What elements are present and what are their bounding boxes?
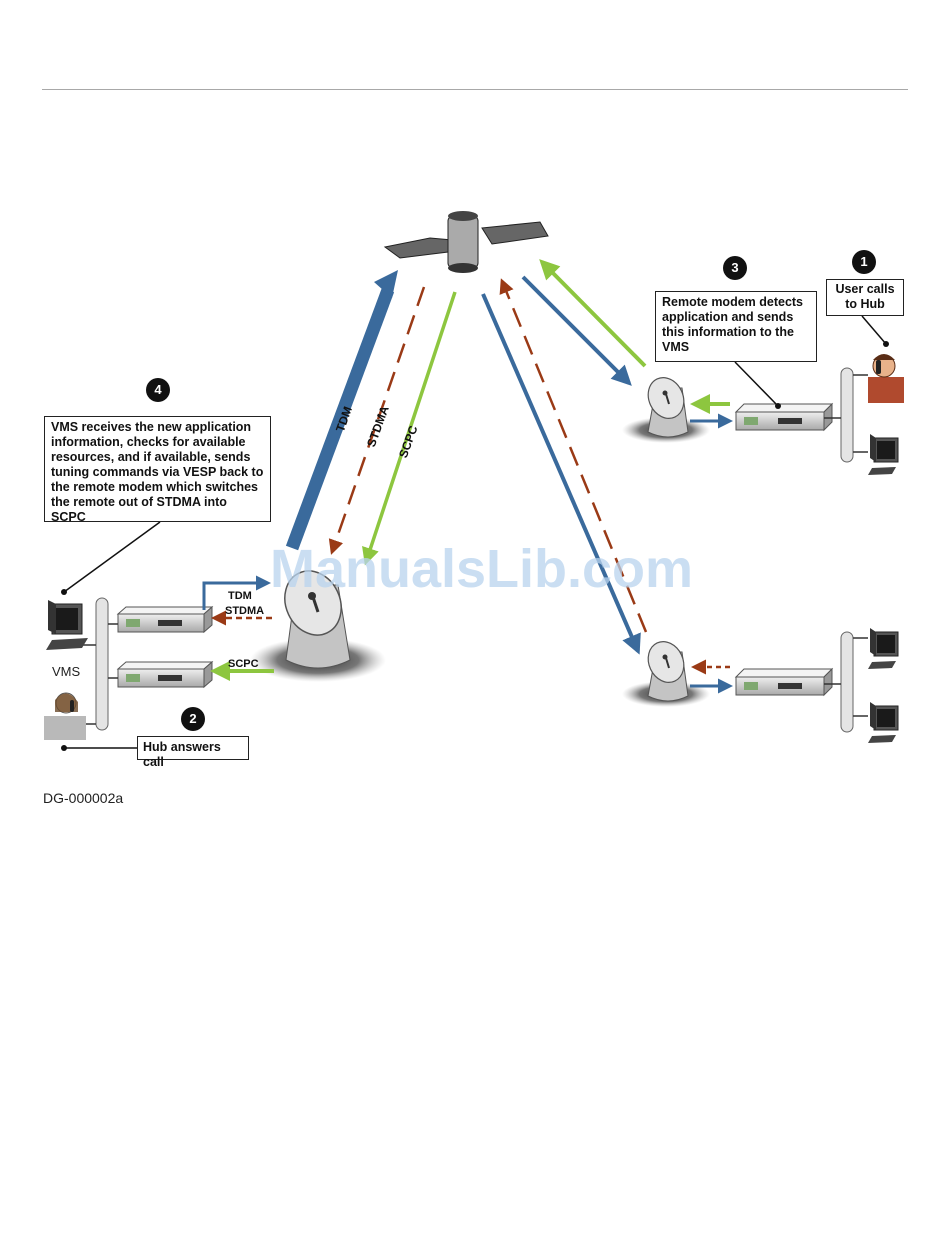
hub-dish-icon [250, 570, 386, 682]
remote1-modem-icon [734, 402, 834, 432]
remote1-lan-bar [840, 367, 854, 463]
step1-callout: User calls to Hub [826, 279, 904, 316]
step3-badge: 3 [723, 256, 747, 280]
step2-badge: 2 [181, 707, 205, 731]
step3-leader [734, 361, 779, 407]
step3-text: Remote modem detects application and sen… [662, 295, 804, 354]
watermark: ManualsLib.com [270, 539, 694, 599]
tdm-uplink-line [285, 287, 395, 551]
hub-tdm-link [202, 575, 271, 610]
hub-tdm-label: TDM [228, 590, 252, 602]
stdma-downlink-line [328, 286, 426, 555]
remote1-computer-icon [868, 434, 899, 475]
remote1-dish-icon [622, 377, 710, 443]
step1-badge: 1 [852, 250, 876, 274]
step4-text: VMS receives the new application informa… [51, 420, 264, 524]
remote2-dish-icon [622, 641, 710, 707]
hub-scpc-label: SCPC [228, 658, 259, 670]
satellite-icon [383, 211, 549, 273]
step1-leader [861, 315, 887, 345]
header-rule [42, 89, 908, 90]
figure-id: DG-000002a [43, 790, 124, 806]
step4-callout: VMS receives the new application informa… [44, 416, 271, 524]
hub-modem-scpc-icon [116, 660, 214, 689]
remote-user-phone-icon [868, 354, 904, 403]
step2-callout: Hub answers call [137, 736, 249, 769]
hub-modem-tdm-icon [116, 605, 214, 634]
remote2-modem-icon [734, 667, 834, 697]
tdm-uplink-arrow [374, 270, 398, 298]
hub-lan-bar [95, 597, 109, 731]
hub-operator-phone-icon [44, 692, 86, 740]
scpc-downlink-line [362, 291, 457, 566]
step3-callout: Remote modem detects application and sen… [655, 291, 817, 362]
step2-text: Hub answers call [143, 740, 221, 769]
tdm-remote1-line [521, 275, 632, 386]
remote2-computer1-icon [868, 628, 899, 669]
remote2-lan-bar [840, 631, 854, 733]
stdma-remote2-line [499, 278, 648, 633]
vms-computer-icon [46, 600, 88, 650]
tdm-remote2-line [481, 293, 641, 655]
step4-badge: 4 [146, 378, 170, 402]
remote2-computer2-icon [868, 702, 899, 743]
scpc-remote1-line [539, 259, 647, 368]
step4-leader [63, 521, 161, 593]
vms-label: VMS [52, 664, 81, 679]
step1-text: User calls to Hub [835, 282, 895, 311]
hub-stdma-label: STDMA [225, 605, 265, 617]
